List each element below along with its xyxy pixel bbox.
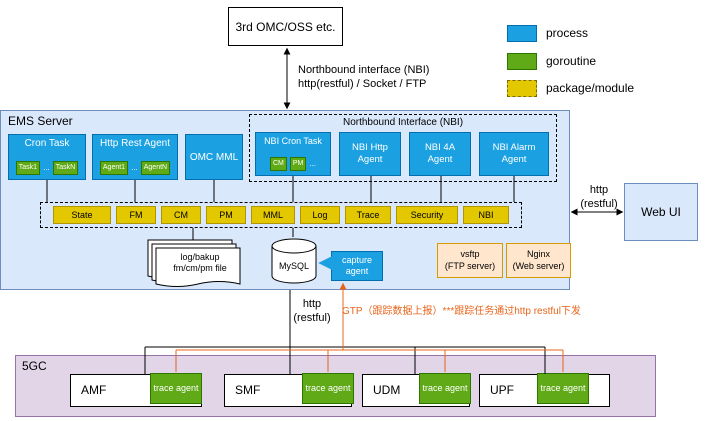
nginx-line2: (Web server) <box>512 260 565 271</box>
agentn-box: AgentN <box>140 160 171 175</box>
module-trace: Trace <box>345 206 391 224</box>
nbi-link-line1: Northbound interface (NBI) <box>298 64 430 76</box>
nginx-line1: Nginx <box>526 249 550 260</box>
nbi-alarm-agent-box: NBI Alarm Agent <box>479 132 549 176</box>
file-store-line1: log/bakup <box>180 252 220 262</box>
agent1-box: Agent1 <box>99 160 129 175</box>
trace-agent-amf: trace agent <box>150 373 202 404</box>
nbi-http-agent-box: NBI Http Agent <box>339 132 401 176</box>
third-party-omc-label: 3rd OMC/OSS etc. <box>235 19 336 34</box>
vsftp-box: vsftp (FTP server) <box>437 243 503 278</box>
trace-agent-upf-label: trace agent <box>540 383 586 394</box>
nbi-group-title: Northbound Interface (NBI) <box>342 117 464 128</box>
trace-agent-upf: trace agent <box>537 373 589 404</box>
nf-smf-label: SMF <box>235 383 261 397</box>
task-ellipsis: ... <box>43 162 50 172</box>
web-ui-box: Web UI <box>624 183 698 241</box>
webui-link-line1: http <box>589 184 609 196</box>
taskn-box: TaskN <box>52 160 79 175</box>
module-nbi: NBI <box>463 206 509 224</box>
nbi-link-line2: http(restful) / Socket / FTP <box>298 77 427 90</box>
nbi-cron-task-items: CM PM ... <box>256 156 330 171</box>
cron-task-items: Task1 ... TaskN <box>9 160 85 175</box>
http-rest-agent-title: Http Rest Agent <box>99 138 171 149</box>
module-log: Log <box>300 206 340 224</box>
vsftp-line1: vsftp <box>460 249 480 260</box>
trace-agent-smf-label: trace agent <box>305 383 351 394</box>
legend-package-label: package/module <box>546 81 635 95</box>
nbi-ellipsis: ... <box>309 158 317 168</box>
module-bar: State FM CM PM MML Log Trace Security NB… <box>40 202 522 228</box>
capture-agent-box: capture agent <box>331 251 383 281</box>
nf-amf-label: AMF <box>81 383 107 397</box>
third-party-omc-box: 3rd OMC/OSS etc. <box>228 7 343 46</box>
module-cm: CM <box>161 206 201 224</box>
file-store: log/bakup fm/cm/pm file <box>146 238 242 290</box>
web-ui-label: Web UI <box>641 205 681 219</box>
vsftp-line2: (FTP server) <box>444 260 496 271</box>
nf-upf-label: UPF <box>490 383 514 397</box>
cron-task-title: Cron Task <box>24 138 70 149</box>
file-store-line2: fm/cm/pm file <box>173 263 227 274</box>
file-store-label: log/bakup fm/cm/pm file <box>158 252 242 275</box>
south-http-line2: (restful) <box>293 311 331 324</box>
nbi-4a-agent-label: NBI 4A Agent <box>424 142 456 165</box>
cron-task-box: Cron Task Task1 ... TaskN <box>8 134 86 180</box>
gtp-annotation: GTP（跟踪数据上报）***跟踪任务通过http restful下发 <box>342 306 581 317</box>
module-mml: MML <box>251 206 295 224</box>
module-state: State <box>53 206 111 224</box>
nbi-pm-box: PM <box>289 156 307 171</box>
trace-agent-smf: trace agent <box>302 373 354 404</box>
nbi-link-label: Northbound interface (NBI) http(restful)… <box>298 64 429 92</box>
legend-goroutine-label: goroutine <box>546 54 597 68</box>
nginx-box: Nginx (Web server) <box>506 243 571 278</box>
mysql-db: MySQL <box>271 237 317 285</box>
nbi-http-agent-label: NBI Http Agent <box>352 142 388 165</box>
nbi-cron-task-title: NBI Cron Task <box>264 136 322 146</box>
legend-goroutine-swatch <box>507 53 537 70</box>
module-fm: FM <box>116 206 156 224</box>
legend-process-swatch <box>507 25 537 42</box>
nbi-cm-box: CM <box>269 156 287 171</box>
webui-link-line2: (restful) <box>580 197 618 210</box>
http-rest-agent-box: Http Rest Agent Agent1 ... AgentN <box>92 134 178 180</box>
south-http-label: http (restful) <box>284 298 340 326</box>
module-security: Security <box>396 206 458 224</box>
ems-server-title: EMS Server <box>8 114 73 128</box>
module-pm: PM <box>206 206 246 224</box>
legend-package-swatch <box>507 80 537 97</box>
webui-link-label: http (restful) <box>574 184 624 212</box>
south-http-line1: http <box>302 298 322 310</box>
document-stack-icon <box>147 239 241 287</box>
mysql-label: MySQL <box>278 261 309 271</box>
omc-mml-box: OMC MML <box>185 134 243 180</box>
http-rest-agent-items: Agent1 ... AgentN <box>93 160 177 175</box>
trace-agent-udm: trace agent <box>419 373 471 404</box>
nbi-alarm-agent-label: NBI Alarm Agent <box>492 142 536 165</box>
task1-box: Task1 <box>15 160 41 175</box>
legend: process goroutine package/module <box>507 25 697 100</box>
trace-agent-udm-label: trace agent <box>422 383 468 394</box>
nbi-cron-task-box: NBI Cron Task CM PM ... <box>255 132 331 176</box>
capture-agent-label: capture agent <box>341 255 373 276</box>
legend-process-label: process <box>546 26 589 40</box>
database-cylinder-icon <box>271 238 317 284</box>
fivegc-title: 5GC <box>22 359 47 373</box>
agent-ellipsis: ... <box>131 162 138 172</box>
omc-mml-label: OMC MML <box>189 151 239 163</box>
trace-agent-amf-label: trace agent <box>153 383 199 394</box>
nf-udm-label: UDM <box>373 383 401 397</box>
nbi-4a-agent-box: NBI 4A Agent <box>409 132 471 176</box>
